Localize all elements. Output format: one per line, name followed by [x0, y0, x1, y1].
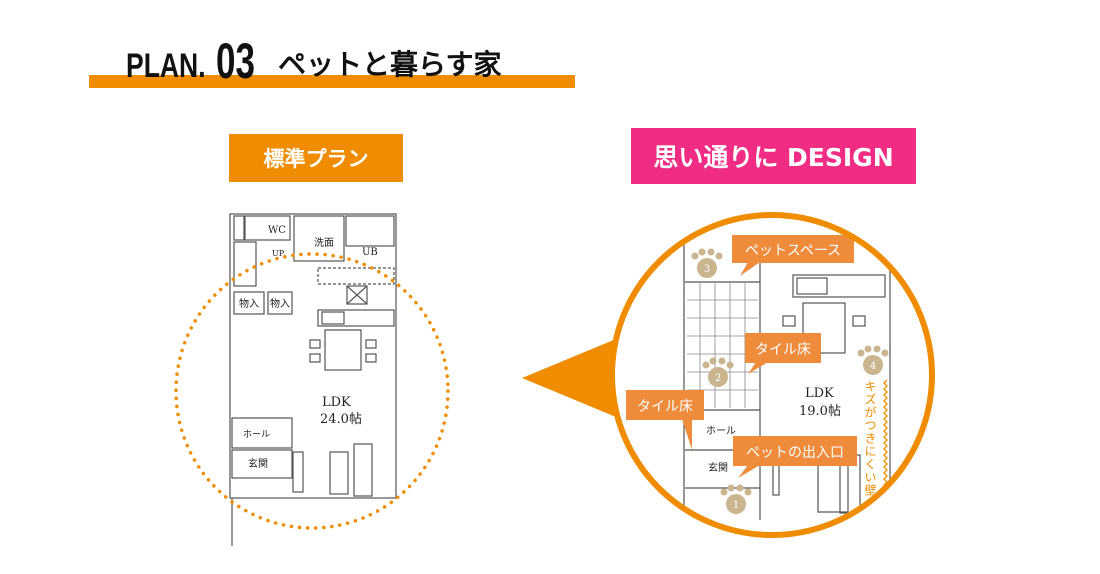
callout-pet-door: ペットの出入口 [733, 436, 857, 478]
room-hall: ホール [706, 425, 736, 437]
room-hall: ホール [243, 429, 270, 440]
room-storage-1: 物入 [239, 297, 259, 310]
room-entrance: 玄関 [248, 457, 268, 470]
callout-pet-space: ペットスペース [732, 235, 854, 276]
paw-marker-1: 1 [720, 484, 752, 514]
room-entrance: 玄関 [708, 461, 728, 474]
scratch-resistant-wall [883, 379, 888, 501]
zoom-circle-border [609, 212, 935, 538]
paw-marker-4: 4 [857, 345, 889, 375]
room-storage-2: 物入 [270, 297, 290, 310]
room-wash: 洗面 [314, 237, 334, 249]
room-ldk: LDK [805, 386, 834, 401]
callout-tile-floor-2: タイル床 [626, 390, 704, 450]
dotted-highlight-circle [174, 252, 450, 530]
design-plan-label: 思い通りに DESIGN [631, 128, 916, 184]
callout-tile-floor-1: タイル床 [745, 333, 821, 374]
plan-title: ペットと暮らす家 [278, 48, 502, 81]
title-underline-bar [89, 75, 575, 88]
room-ldk: LDK [322, 395, 351, 410]
svg-text:タイル床: タイル床 [637, 399, 693, 415]
stairs-up: UP [272, 249, 285, 258]
svg-text:タイル床: タイル床 [755, 342, 811, 358]
plan-label: PLAN. [126, 47, 206, 85]
room-ldk-size: 24.0帖 [320, 412, 362, 427]
standard-plan-label: 標準プラン [229, 134, 403, 182]
room-ldk-size: 19.0帖 [799, 404, 841, 419]
standard-floor-plan: WC 洗面 UB UP 物入 物入 ホール 玄関 LDK 24.0帖 [229, 213, 397, 546]
wall-note: キズがつきにくい壁 [863, 380, 877, 497]
svg-text:2: 2 [715, 373, 721, 384]
svg-text:ペットスペース: ペットスペース [745, 243, 841, 259]
design-floor-plan: ホール 玄関 LDK 19.0帖 キズがつきにくい壁 1 2 3 4 ペットスペ… [683, 215, 891, 535]
outer-wall [229, 213, 397, 499]
room-ub: UB [362, 247, 378, 258]
svg-text:4: 4 [870, 361, 876, 372]
paw-marker-3: 3 [691, 248, 723, 278]
svg-text:3: 3 [704, 264, 710, 275]
plan-number: 03 [216, 33, 255, 89]
page-title: PLAN. 03 ペットと暮らす家 [126, 33, 502, 89]
svg-text:1: 1 [733, 500, 739, 511]
room-wc: WC [268, 225, 286, 236]
svg-text:ペットの出入口: ペットの出入口 [746, 445, 844, 461]
paw-marker-2: 2 [702, 357, 734, 387]
arrow-pointer [522, 334, 628, 422]
